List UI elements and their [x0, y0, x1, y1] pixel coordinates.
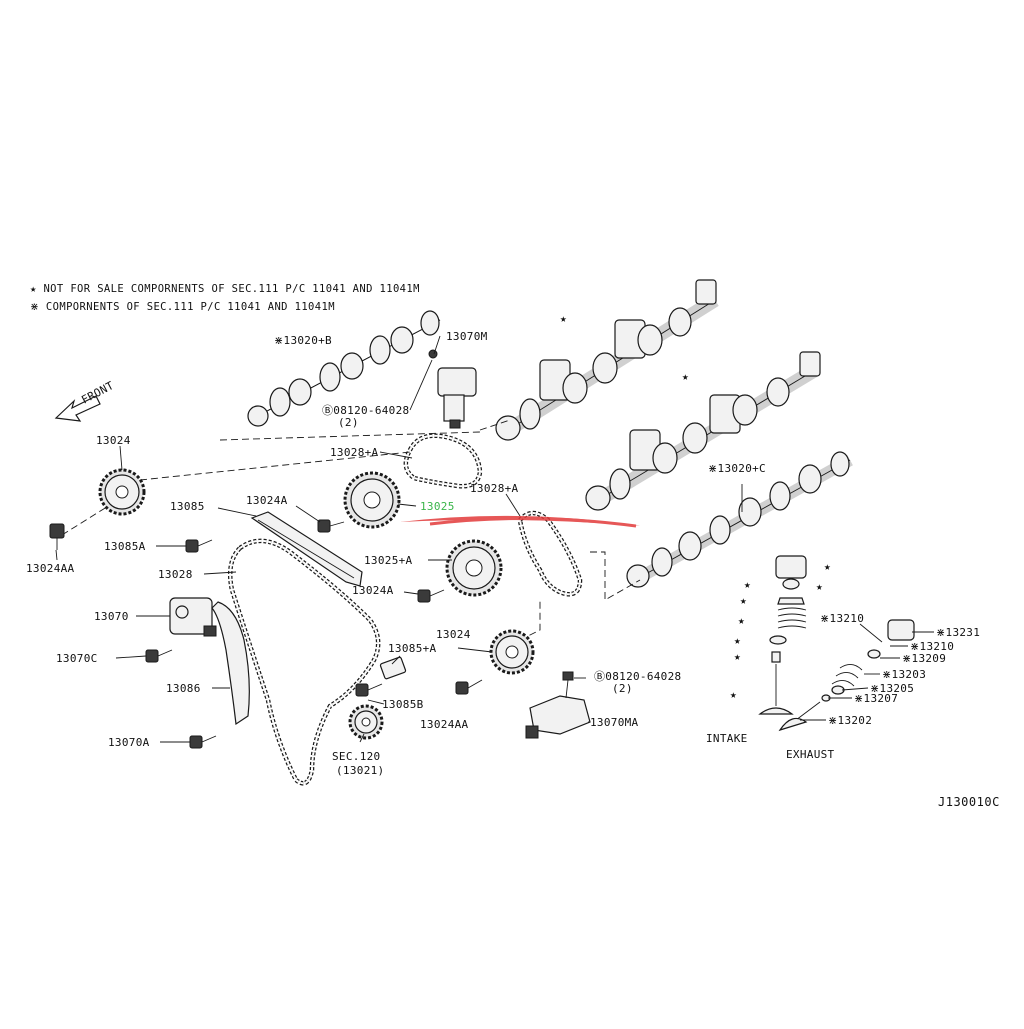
label-13209: ⋇13209	[902, 652, 946, 665]
valve-intake	[758, 555, 807, 715]
camshaft-13020c	[626, 451, 853, 588]
tensioner-guide-13086	[211, 601, 250, 726]
label-13024-low: 13024	[436, 628, 471, 641]
label-13085a: 13085A	[104, 540, 146, 553]
chain-13028a-right	[517, 510, 583, 597]
star-marker: ★	[824, 560, 831, 573]
watermark-logo	[400, 515, 640, 528]
sprocket-13024-left	[98, 468, 146, 516]
label-13205: ⋇13205	[870, 682, 914, 695]
sprocket-13025	[343, 471, 401, 529]
label-13070c: 13070C	[56, 652, 98, 665]
asterisk-note: ⋇ COMPORNENTS OF SEC.111 P/C 11041 AND 1…	[30, 301, 335, 313]
label-13086: 13086	[166, 682, 201, 695]
tensioner-13070	[169, 597, 217, 637]
label-13020c: ⋇13020+C	[708, 462, 766, 475]
label-bolt-top: Ⓑ08120-64028	[322, 404, 409, 417]
label-13028a-top: 13028+A	[330, 446, 379, 459]
label-13207: ⋇13207	[854, 692, 898, 705]
guide-13085a	[379, 656, 407, 680]
star-marker: ★	[560, 312, 567, 325]
label-13024a-mid: 13024A	[352, 584, 394, 597]
star-marker: ★	[744, 578, 751, 591]
star-marker: ★	[738, 614, 745, 627]
star-marker: ★	[730, 688, 737, 701]
star-marker: ★	[682, 370, 689, 383]
label-bolt-low-qty: (2)	[612, 682, 633, 695]
bolt-13024aa-low	[455, 679, 483, 695]
label-13024a-top: 13024A	[246, 494, 288, 507]
label-13203: ⋇13203	[882, 668, 926, 681]
star-marker: ★	[734, 634, 741, 647]
star-marker: ★	[734, 650, 741, 663]
label-sec120-sub: (13021)	[336, 764, 384, 777]
sprocket-13024-low	[489, 629, 535, 675]
diagram-code: J130010C	[938, 795, 1000, 809]
label-13070: 13070	[94, 610, 129, 623]
label-13070a: 13070A	[108, 736, 150, 749]
label-bolt-top-qty: (2)	[338, 416, 359, 429]
label-13210-left: ⋇13210	[820, 612, 864, 625]
bolt-13024a-mid	[417, 589, 445, 603]
bolt-13024a-top	[317, 519, 345, 533]
star-marker: ★	[816, 580, 823, 593]
label-13025a: 13025+A	[364, 554, 413, 567]
front-arrow-icon	[54, 395, 101, 422]
star-note: ★ NOT FOR SALE COMPORNENTS OF SEC.111 P/…	[30, 283, 420, 295]
sprocket-13021	[348, 704, 384, 740]
label-13025: 13025	[420, 500, 455, 513]
label-13028: 13028	[158, 568, 193, 581]
label-13028a-right: 13028+A	[470, 482, 519, 495]
label-13070ma: 13070MA	[590, 716, 639, 729]
leader-lines	[55, 335, 934, 743]
sensor-13070ma	[525, 671, 591, 739]
label-13085pa: 13085+A	[388, 642, 437, 655]
timing-chain-13028	[228, 538, 381, 786]
camshaft-star-upper	[495, 279, 719, 441]
camshaft-13020b	[247, 310, 441, 427]
label-13085b: 13085B	[382, 698, 424, 711]
label-sec120: SEC.120	[332, 750, 380, 763]
chain-13028a-top	[403, 433, 483, 489]
label-13024aa-low: 13024AA	[420, 718, 469, 731]
label-13020b: ⋇13020+B	[274, 334, 332, 347]
label-exhaust: EXHAUST	[786, 748, 835, 761]
star-marker: ★	[740, 594, 747, 607]
label-13070m: 13070M	[446, 330, 488, 343]
label-13085: 13085	[170, 500, 205, 513]
chain-guide-13085	[250, 511, 363, 587]
bolt-13085b	[355, 683, 383, 697]
bolt-13070a	[189, 735, 217, 749]
label-intake: INTAKE	[706, 732, 748, 745]
label-13231: ⋇13231	[936, 626, 980, 639]
bolt-13085a	[185, 539, 213, 553]
label-bolt-low: Ⓑ08120-64028	[594, 670, 681, 683]
label-13024-top: 13024	[96, 434, 131, 447]
label-13202: ⋇13202	[828, 714, 872, 727]
label-13210-right: ⋇13210	[910, 640, 954, 653]
label-13024aa-left: 13024AA	[26, 562, 75, 575]
bolt-13024aa-left	[49, 523, 65, 550]
sensor-13070m	[409, 349, 477, 429]
bolt-13070c	[145, 649, 173, 663]
camshaft-star-lower	[585, 351, 821, 511]
sprocket-13025a	[445, 539, 503, 597]
